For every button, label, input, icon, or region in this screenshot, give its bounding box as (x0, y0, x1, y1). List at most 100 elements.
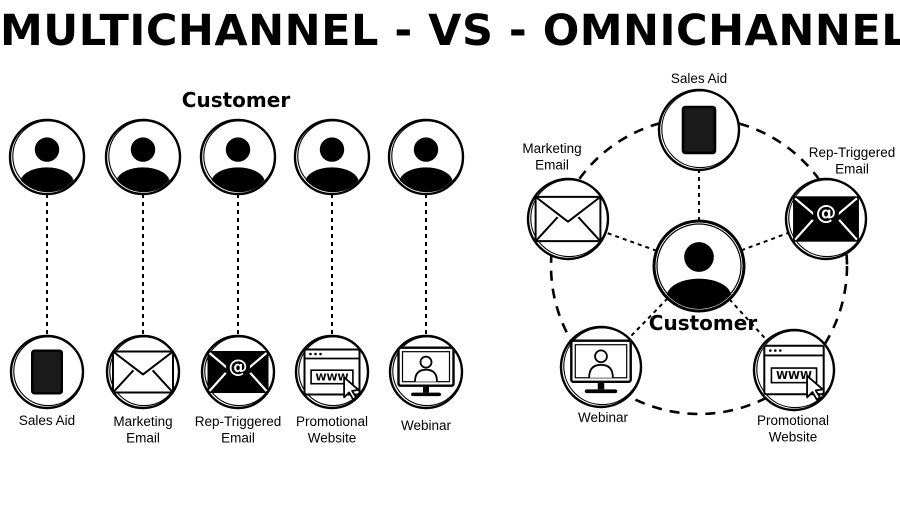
webinar-monitor-icon (570, 339, 632, 394)
tablet-screen (684, 108, 714, 152)
channel-node-ring-sketch (109, 336, 180, 407)
presenter-body (588, 363, 614, 378)
channel-node-ring-sketch (13, 336, 84, 407)
monitor-base (584, 389, 618, 394)
url-box (770, 367, 818, 384)
www-text-glyph: WWW (315, 373, 348, 384)
channel-node-ring-sketch (756, 330, 835, 409)
www-browser-icon: WWW (763, 344, 825, 401)
omnichannel-spoke (628, 297, 669, 339)
at-sign-backing (226, 354, 250, 379)
channel-label-line: Email (221, 430, 255, 445)
browser-dot (779, 349, 782, 352)
channel-label-line: Sales Aid (671, 71, 727, 86)
www-browser-icon: WWW (303, 348, 361, 401)
at-sign-backing (813, 200, 839, 226)
channel-label-line: Marketing (522, 141, 581, 156)
channel-label: Webinar (401, 418, 452, 433)
tablet-screen (33, 352, 61, 392)
at-envelope-fold-left (794, 219, 814, 241)
channel-label-line: Email (126, 430, 160, 445)
envelope-icon (534, 195, 602, 243)
tablet-icon (681, 105, 717, 155)
envelope-flap (112, 350, 174, 376)
channel-node-ring-sketch (204, 336, 275, 407)
channel-label: Sales Aid (19, 413, 75, 428)
tablet-icon (31, 349, 63, 395)
channel-label-line: Promotional (296, 414, 368, 429)
browser-dot (319, 352, 322, 356)
presenter-head (419, 355, 433, 369)
channel-node-ring-sketch (298, 336, 369, 407)
url-box (310, 369, 354, 385)
omnichannel-customer-label: Customer (649, 311, 758, 335)
monitor-base (411, 392, 441, 397)
channel-node-ring-sketch (530, 179, 609, 258)
envelope-fold-left (534, 216, 559, 242)
omnichannel-node-sales-aid: Sales Aid (657, 71, 741, 172)
page-title: MULTICHANNEL - VS - OMNICHANNEL (0, 6, 900, 56)
at-envelope-icon: @ (207, 351, 269, 393)
at-envelope-icon: @ (793, 196, 859, 242)
person-icon (666, 242, 732, 309)
presenter-head (594, 349, 608, 364)
mouse-cursor-icon (806, 374, 824, 401)
person-head (684, 242, 714, 272)
channel-node-ring-sketch (392, 336, 463, 407)
omnichannel-spoke (740, 231, 789, 252)
omnichannel-node-webinar: Webinar (559, 325, 643, 425)
multichannel-customer-label: Customer (182, 88, 291, 112)
presenter-body (414, 368, 438, 382)
person-head (130, 137, 156, 162)
at-sign-glyph: @ (229, 356, 248, 378)
channel-node-ring-sketch (661, 90, 740, 169)
person-head (319, 137, 345, 162)
channel-node-ring-sketch (563, 327, 642, 406)
multichannel-column-sales-aid: Sales Aid (8, 118, 86, 428)
person-head (413, 137, 439, 162)
envelope-icon (112, 350, 174, 394)
browser-dot (774, 349, 777, 352)
channel-label: Webinar (578, 410, 629, 425)
channel-label-line: Website (308, 430, 357, 445)
browser-dot (309, 352, 312, 356)
channel-label: Sales Aid (671, 71, 727, 86)
monitor-neck (597, 381, 605, 390)
omnichannel-outer-ring (549, 116, 849, 416)
at-envelope-fold-right (249, 372, 268, 392)
omnichannel-spoke (605, 231, 657, 252)
person-figure (666, 242, 732, 309)
envelope-flap (534, 196, 602, 223)
person-head (225, 137, 251, 162)
channel-label-line: Promotional (757, 413, 829, 428)
channel-label-line: Rep-Triggered (195, 414, 282, 429)
channel-label-line: Sales Aid (19, 413, 75, 428)
envelope-fold-right (577, 216, 602, 242)
browser-dot (769, 349, 772, 352)
multichannel-column-webinar: Webinar (387, 118, 465, 433)
channel-label-line: Webinar (401, 418, 452, 433)
channel-label-line: Marketing (113, 414, 172, 429)
channel-label-line: Rep-Triggered (809, 145, 896, 160)
webinar-monitor-icon (397, 346, 455, 397)
omnichannel-spoke (728, 298, 768, 342)
browser-dot (314, 352, 317, 356)
channel-label-line: Website (769, 429, 818, 444)
envelope-fold-left (112, 369, 135, 394)
channel-label-line: Webinar (578, 410, 629, 425)
person-body (666, 278, 732, 309)
channel-label-line: Email (535, 157, 569, 172)
